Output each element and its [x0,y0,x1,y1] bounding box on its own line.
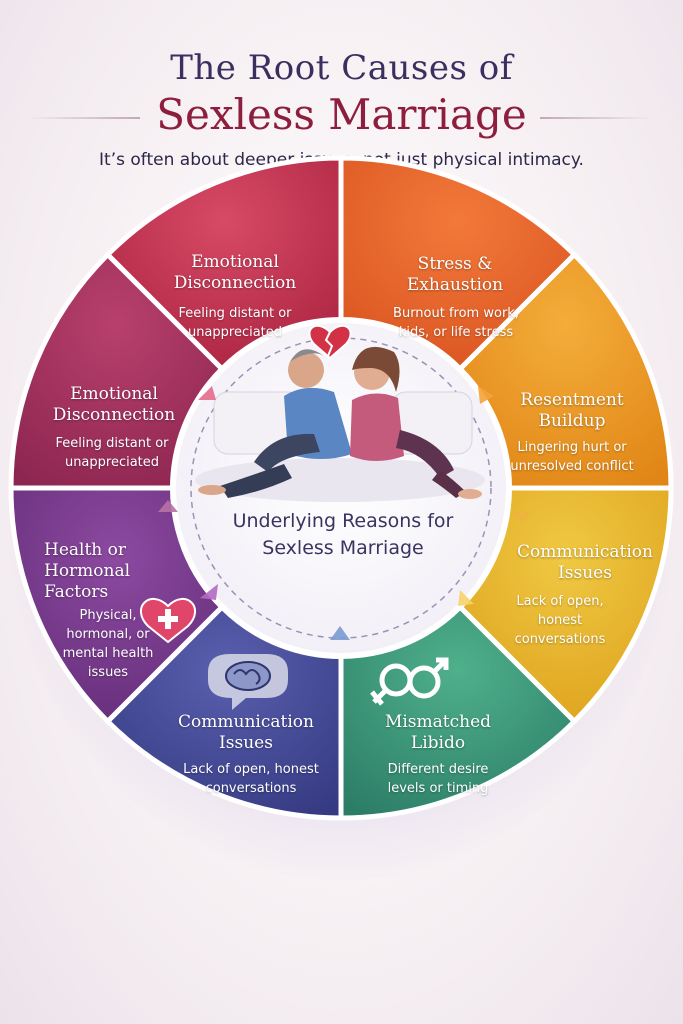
flow-arrows [158,386,532,640]
segment-desc-mismatched-libido: Different desire levels or timing [387,762,489,796]
speech-bubble-icon [208,654,288,710]
segment-title-mismatched-libido: Mismatched Libido [384,712,492,753]
segment-desc-communication-issues-right: Lack of open, honest conversations [514,594,606,647]
segment-title-communication-issues-bottom: Communication Issues [178,712,314,753]
segment-title-communication-issues-right: Communication Issues [517,542,653,583]
segment-desc-emotional-disconnection-top: Feeling distant or unappreciated [178,306,292,340]
segment-title-emotional-disconnection-left: Emotional Disconnection [52,384,176,425]
title-line-1: The Root Causes of [170,48,513,88]
broken-heart-icon [308,324,352,360]
center-label: Underlying Reasons for Sexless Marriage [232,510,454,559]
segment-title-emotional-disconnection-top: Emotional Disconnection [173,252,297,293]
segment-desc-communication-issues-bottom: Lack of open, honest conversations [183,762,319,796]
segment-title-health-hormonal: Health or Hormonal Factors [44,540,131,602]
title-line-2: Sexless Marriage [156,90,527,139]
segment-title-stress-exhaustion: Stress & Exhaustion [406,254,504,295]
segment-desc-emotional-disconnection-left: Feeling distant or unappreciated [55,436,169,470]
segment-desc-resentment-buildup: Lingering hurt or unresolved conflict [510,440,634,474]
gender-symbols-icon [370,657,449,706]
couple-illustration [195,346,485,502]
segment-desc-stress-exhaustion: Burnout from work, kids, or life stress [393,306,519,340]
segment-title-resentment-buildup: Resentment Buildup [520,390,624,431]
title-rule-left [28,117,140,119]
segment-desc-health-hormonal: Physical, hormonal, or mental health iss… [62,608,154,680]
heart-medical-icon [140,598,196,644]
